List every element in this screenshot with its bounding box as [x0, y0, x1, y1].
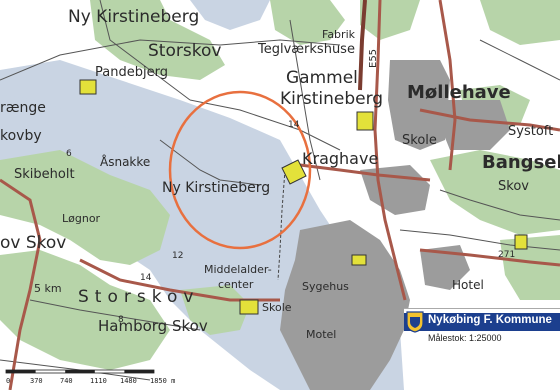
dashed-road: [277, 169, 286, 281]
place-labels: Ny Kirstineberg Storskov Pandebjerg Fabr…: [0, 7, 560, 341]
label-num-14: 14: [288, 120, 300, 130]
scale-tick-3: 1110: [90, 377, 107, 385]
legend-header: Nykøbing F. Kommune: [404, 313, 560, 331]
label-mollehave: Møllehave: [407, 82, 511, 103]
label-num-8: 8: [118, 315, 124, 325]
scale-tick-2: 740: [60, 377, 73, 385]
label-bangseb: Bangseb: [482, 152, 560, 173]
marker-pandebjerg: [79, 79, 97, 95]
municipality-crest-icon: [406, 311, 424, 333]
label-sygehus: Sygehus: [302, 280, 349, 293]
label-middelalder: Middelalder-: [204, 263, 272, 276]
label-skole-south: Skole: [262, 301, 292, 314]
road-e55: [358, 0, 367, 91]
label-center: center: [218, 278, 254, 291]
scale-tick-0: 0: [6, 377, 10, 385]
legend-title: Nykøbing F. Kommune: [428, 314, 552, 326]
label-ov-skov: ov Skov: [0, 233, 66, 253]
scale-tick-5: 1850 m: [150, 377, 175, 385]
marker-mollehave: [356, 111, 374, 131]
label-kraghave: Kraghave: [302, 149, 378, 168]
label-storskov-top: Storskov: [148, 41, 221, 61]
legend-scale: Målestok: 1:25000: [428, 333, 502, 343]
legend-panel: Nykøbing F. Kommune Målestok: 1:25000: [404, 308, 560, 391]
water-north: [190, 0, 270, 30]
label-road-14: 14: [140, 273, 152, 283]
marker-sygehus: [351, 254, 367, 266]
label-skov-east: Skov: [498, 179, 529, 194]
label-kirstineberg: Kirstineberg: [280, 89, 383, 109]
label-ny-kirstineberg-top: Ny Kirstineberg: [68, 7, 199, 27]
urban-areas: [280, 60, 510, 390]
minor-roads: [0, 0, 560, 381]
label-motel: Motel: [306, 328, 336, 341]
label-teglvaerkshuse: Teglværkshuse: [257, 42, 355, 57]
label-ny-kirstineberg-center: Ny Kirstineberg: [162, 180, 270, 196]
label-systofte: Systoft: [508, 124, 553, 139]
label-lognor: Løgnor: [62, 212, 101, 225]
label-asnakke: Åsnakke: [100, 154, 150, 169]
marker-kraghave: [281, 159, 307, 185]
label-pandebjerg: Pandebjerg: [95, 65, 168, 80]
marker-east: [514, 234, 528, 250]
label-hamborg-skov: Hamborg Skov: [98, 317, 208, 335]
scale-tick-1: 370: [30, 377, 43, 385]
label-num-271: 271: [498, 250, 515, 260]
marker-skole: [239, 299, 259, 315]
label-storskov-big: Storskov: [78, 287, 199, 307]
label-skole-east: Skole: [402, 133, 437, 148]
label-raenge: rænge: [0, 100, 46, 116]
highlight-circle: [168, 90, 312, 250]
label-5km: 5 km: [34, 282, 62, 295]
label-num-6: 6: [66, 149, 72, 159]
label-e55: E55: [368, 49, 379, 68]
scale-bar: 0 370 740 1110 1480 1850 m: [5, 369, 175, 385]
label-num-12: 12: [172, 251, 183, 261]
label-hotel: Hotel: [452, 278, 484, 292]
scale-tick-4: 1480: [120, 377, 137, 385]
label-skibeholt: Skibeholt: [14, 167, 75, 182]
location-markers: [79, 79, 528, 315]
label-kovby: kovby: [0, 128, 42, 144]
label-gammel: Gammel: [286, 68, 358, 88]
label-fabrik: Fabrik: [322, 28, 356, 41]
